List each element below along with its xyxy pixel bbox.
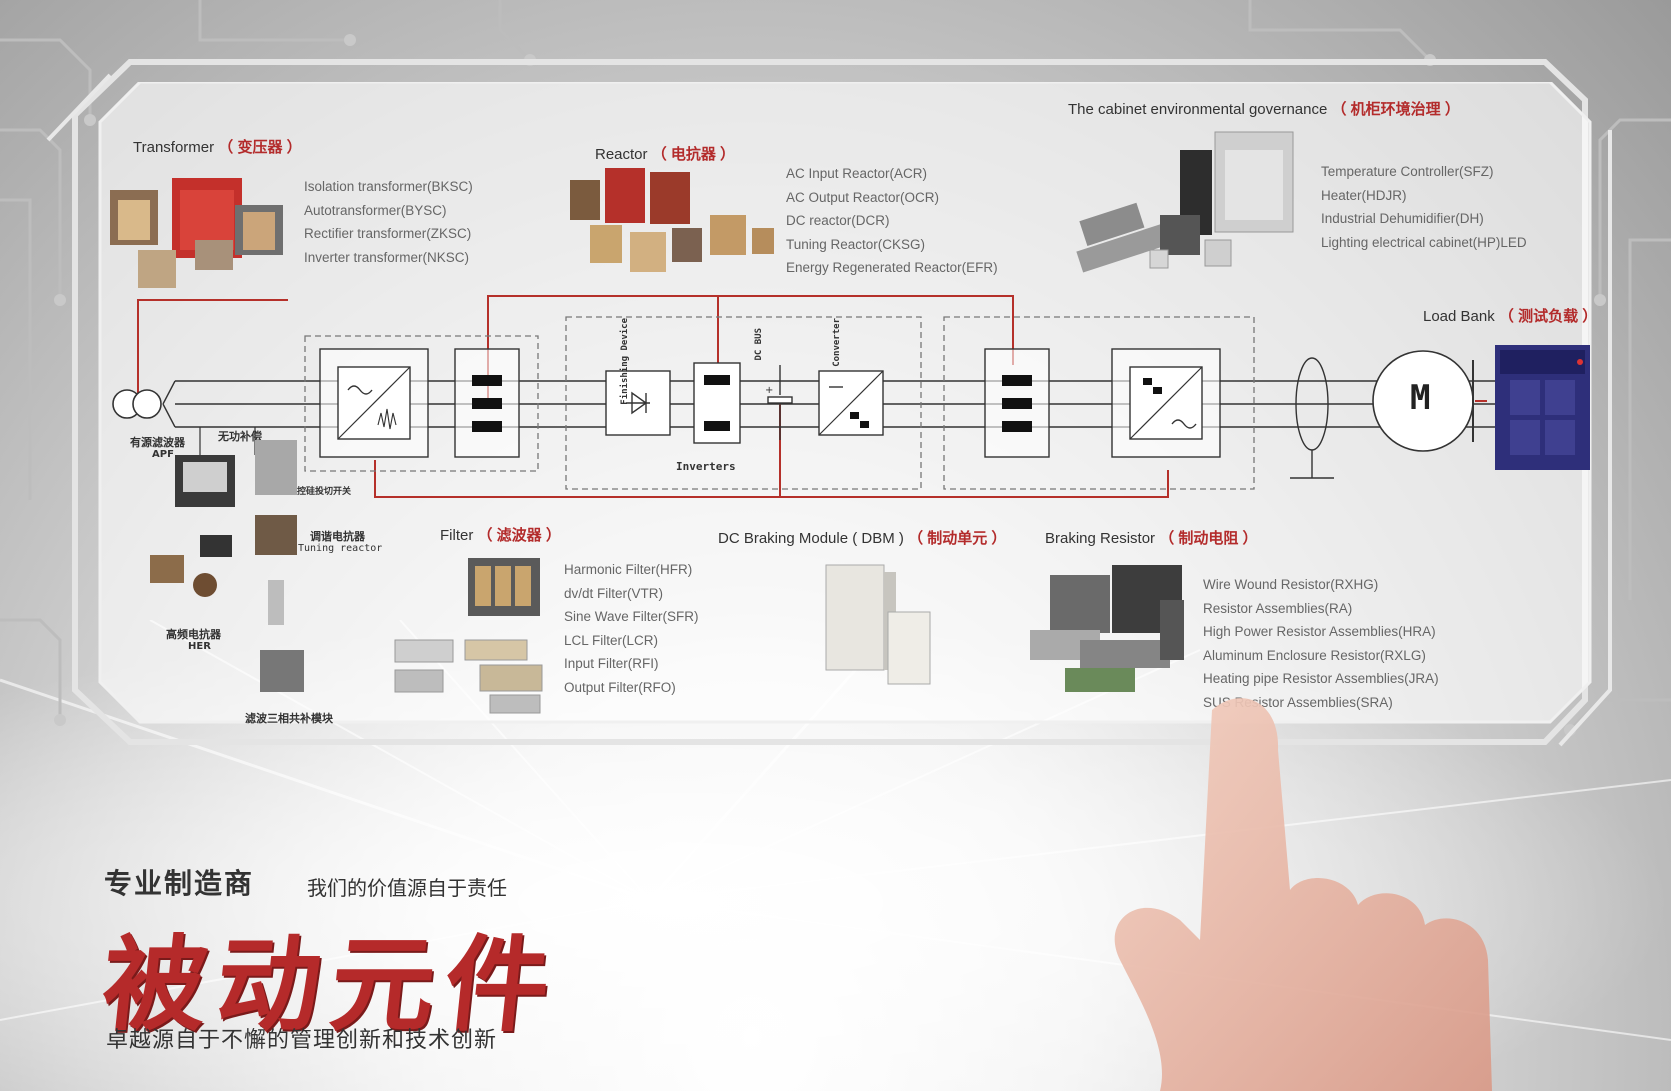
transformer-title-cn: （ 变压器 ） xyxy=(218,139,302,156)
list-item: Energy Regenerated Reactor(EFR) xyxy=(786,260,998,275)
list-item: Inverter transformer(NKSC) xyxy=(304,249,470,265)
filter-heading: Filter （ 滤波器 ） xyxy=(440,524,561,545)
load-bank-product-image xyxy=(1495,345,1590,470)
list-item: High Power Resistor Assemblies(HRA) xyxy=(1203,624,1436,639)
list-item: Rectifier transformer(ZKSC) xyxy=(304,226,472,241)
cabinet-title: The cabinet environmental governance xyxy=(1068,101,1328,118)
apf-cn-label: 有源滤波器 xyxy=(130,436,185,449)
list-item: Lighting electrical cabinet(HP)LED xyxy=(1321,234,1527,250)
transformer-heading: Transformer （ 变压器 ） xyxy=(133,136,302,157)
list-item: Harmonic Filter(HFR) xyxy=(564,562,693,577)
list-item: Input Filter(RFI) xyxy=(564,656,659,671)
cabinet-list: Temperature Controller(SFZ) Heater(HDJR)… xyxy=(1321,160,1527,254)
reactor-block-2 xyxy=(984,348,1050,458)
reactor-title-cn: （ 电抗器 ） xyxy=(651,146,736,163)
transformer-product-image xyxy=(110,178,283,288)
converter-block xyxy=(818,370,884,436)
svg-text:+: + xyxy=(765,385,773,396)
list-item: Output Filter(RFO) xyxy=(564,679,676,695)
reactor-list: AC Input Reactor(ACR) AC Output Reactor(… xyxy=(786,162,998,280)
list-item: Resistor Assemblies(RA) xyxy=(1203,600,1353,616)
tuning-reactor-label: Tuning reactor xyxy=(298,543,383,554)
cabinet-title-cn: （ 机柜环境治理 ） xyxy=(1331,101,1460,118)
list-item: dv/dt Filter(VTR) xyxy=(564,585,664,601)
filter-title-cn: （ 滤波器 ） xyxy=(477,527,561,544)
her-label: HER xyxy=(188,641,211,652)
braking-resistor-list: Wire Wound Resistor(RXHG) Resistor Assem… xyxy=(1203,573,1439,714)
thyristor-switch-label: 可控硅投切开关 xyxy=(288,487,352,497)
dbm-title: DC Braking Module ( DBM ) xyxy=(718,530,904,547)
list-item: LCL Filter(LCR) xyxy=(564,632,659,648)
load-bank-title: Load Bank xyxy=(1423,308,1495,325)
slogan-line1-rest: 我们的价值源自于责任 xyxy=(307,876,507,900)
filter-title: Filter xyxy=(440,527,474,544)
dc-reactor-block xyxy=(693,362,741,444)
transformer-title: Transformer xyxy=(133,139,215,156)
dbm-title-cn: （ 制动单元 ） xyxy=(908,530,1007,547)
dc-bus-capacitor: + xyxy=(765,365,793,440)
list-item: Autotransformer(BYSC) xyxy=(304,202,447,218)
list-item: Industrial Dehumidifier(DH) xyxy=(1321,211,1484,226)
list-item: Isolation transformer(BKSC) xyxy=(304,179,473,194)
cabinet-heading: The cabinet environmental governance （ 机… xyxy=(1068,98,1460,119)
transformer-symbol xyxy=(112,389,162,419)
braking-resistor-heading: Braking Resistor （ 制动电阻 ） xyxy=(1045,527,1258,548)
motor-label: M xyxy=(1410,378,1431,418)
list-item: AC Input Reactor(ACR) xyxy=(786,166,928,181)
inverters-label: Inverters xyxy=(676,460,736,473)
slogan-line1-bold: 专业制造商 xyxy=(104,867,255,900)
list-item: Tuning Reactor(CKSG) xyxy=(786,236,926,252)
list-item: AC Output Reactor(OCR) xyxy=(786,189,940,205)
load-bank-title-cn: （ 测试负载 ） xyxy=(1498,308,1598,325)
inverter-block xyxy=(1111,348,1221,458)
filter-module-label: 滤波三相共补模块 xyxy=(245,712,333,725)
braking-resistor-product-image xyxy=(1030,565,1184,692)
load-bank-heading: Load Bank （ 测试负载 ） xyxy=(1423,305,1597,326)
filter-product-image xyxy=(394,558,543,714)
braking-resistor-title: Braking Resistor xyxy=(1045,530,1156,547)
reactor-block-1 xyxy=(454,348,520,458)
list-item: Wire Wound Resistor(RXHG) xyxy=(1203,577,1379,592)
list-item: Heater(HDJR) xyxy=(1321,187,1407,203)
finishing-device-block xyxy=(605,370,671,436)
braking-resistor-title-cn: （ 制动电阻 ） xyxy=(1159,530,1258,547)
reactor-product-image xyxy=(570,168,774,272)
filter-list: Harmonic Filter(HFR) dv/dt Filter(VTR) S… xyxy=(564,558,699,699)
dbm-product-image xyxy=(825,564,931,685)
compensation-product-image xyxy=(150,440,304,692)
apf-label: APF xyxy=(152,449,174,460)
pointing-hand-image xyxy=(1114,698,1492,1091)
list-item: Temperature Controller(SFZ) xyxy=(1321,164,1494,179)
slogan-tagline: 卓越源自于不懈的管理创新和技术创新 xyxy=(106,1028,498,1053)
reactor-heading: Reactor （ 电抗器 ） xyxy=(595,143,735,164)
cabinet-product-image xyxy=(1076,131,1294,273)
list-item: DC reactor(DCR) xyxy=(786,213,890,228)
reactor-title: Reactor xyxy=(595,146,648,163)
dbm-heading: DC Braking Module ( DBM ) （ 制动单元 ） xyxy=(718,527,1006,548)
rectifier-block xyxy=(319,348,429,458)
cable-shield xyxy=(1290,357,1334,479)
list-item: Heating pipe Resistor Assemblies(JRA) xyxy=(1203,671,1439,686)
her-cn-label: 高频电抗器 xyxy=(166,628,221,641)
list-item: Sine Wave Filter(SFR) xyxy=(564,609,699,624)
list-item: Aluminum Enclosure Resistor(RXLG) xyxy=(1203,647,1426,663)
reactive-compensation-label: 无功补偿 xyxy=(218,430,262,443)
transformer-list: Isolation transformer(BKSC) Autotransfor… xyxy=(304,175,473,269)
tuning-reactor-cn-label: 调谐电抗器 xyxy=(310,530,365,543)
motor-symbol xyxy=(1372,350,1474,452)
